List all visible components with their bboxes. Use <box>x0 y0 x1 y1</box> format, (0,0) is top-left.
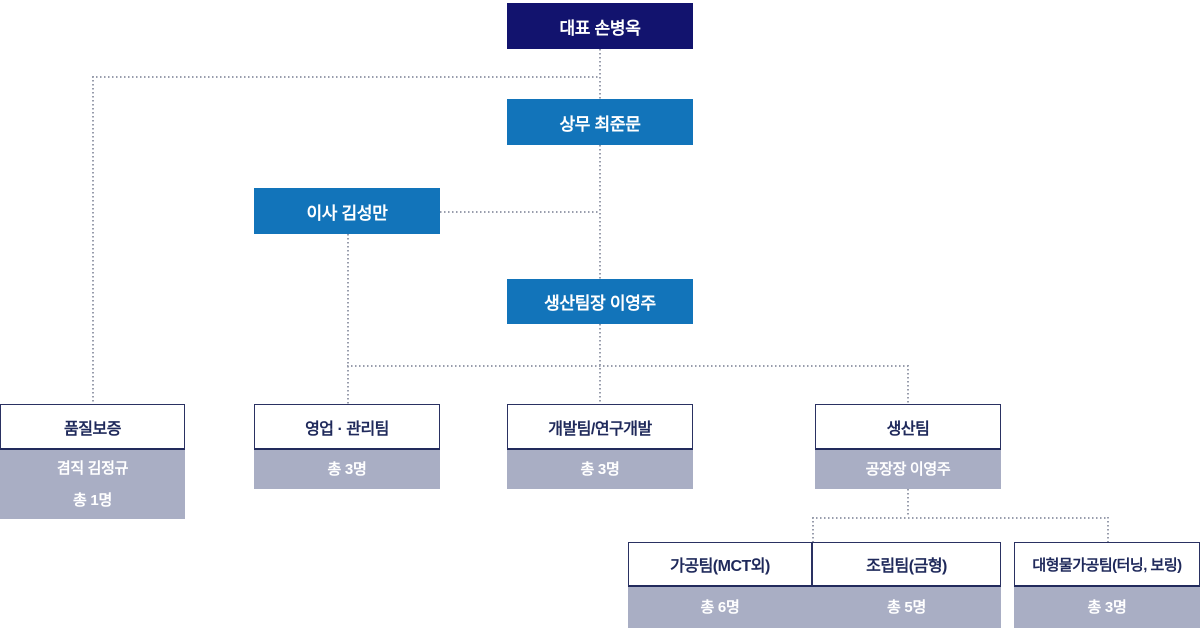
connector-production-lead-down <box>599 324 601 404</box>
connector-managing-to-production-lead <box>599 145 601 279</box>
large-machining-detail: 총 3명 <box>1014 587 1200 628</box>
assembly-title: 조립팀(금형) <box>812 542 1001 587</box>
dev-rnd-title: 개발팀/연구개발 <box>507 404 693 450</box>
connector-qa-down <box>92 76 94 404</box>
connector-branch-to-qa <box>92 76 600 78</box>
org-box-production-lead: 생산팀장 이영주 <box>507 279 693 324</box>
machining-title: 가공팀(MCT외) <box>628 542 812 587</box>
connector-director-to-sales <box>347 234 349 404</box>
large-machining-headcount: 총 3명 <box>1087 598 1127 616</box>
quality-assurance-title-label: 품질보증 <box>64 420 121 438</box>
org-box-production-team: 생산팀 공장장 이영주 <box>815 404 1001 489</box>
org-box-managing-director: 상무 최준문 <box>507 99 693 145</box>
org-box-quality-assurance: 품질보증 겸직 김정규 총 1명 <box>0 404 185 519</box>
large-machining-title: 대형물가공팀(터닝, 보링) <box>1014 542 1200 587</box>
assembly-detail: 총 5명 <box>812 587 1001 628</box>
sales-admin-detail: 총 3명 <box>254 450 440 489</box>
org-box-managing-director-label: 상무 최준문 <box>559 114 641 134</box>
connector-to-large-machining <box>1107 517 1109 542</box>
connector-mid-branch <box>347 365 908 367</box>
connector-ceo-down <box>599 49 601 99</box>
machining-detail: 총 6명 <box>628 587 812 628</box>
quality-assurance-title: 품질보증 <box>0 404 185 450</box>
machining-headcount: 총 6명 <box>700 598 740 616</box>
org-box-director-label: 이사 김성만 <box>306 203 388 223</box>
org-box-director: 이사 김성만 <box>254 188 440 234</box>
org-box-dev-rnd: 개발팀/연구개발 총 3명 <box>507 404 693 489</box>
production-team-title: 생산팀 <box>815 404 1001 450</box>
org-box-sales-admin: 영업 · 관리팀 총 3명 <box>254 404 440 489</box>
dev-rnd-detail: 총 3명 <box>507 450 693 489</box>
quality-assurance-manager: 겸직 김정규 <box>56 459 129 477</box>
org-box-production-lead-label: 생산팀장 이영주 <box>544 294 656 313</box>
org-box-ceo: 대표 손병옥 <box>507 3 693 49</box>
connector-to-machining <box>812 517 814 542</box>
org-box-ceo-label: 대표 손병옥 <box>559 18 641 38</box>
production-team-title-label: 생산팀 <box>886 420 930 438</box>
connector-bottom-branch <box>812 517 1108 519</box>
dev-rnd-title-label: 개발팀/연구개발 <box>548 420 652 438</box>
connector-production-team-down <box>907 489 909 517</box>
assembly-title-label: 조립팀(금형) <box>866 558 947 575</box>
assembly-headcount: 총 5명 <box>887 598 926 616</box>
large-machining-title-label: 대형물가공팀(터닝, 보링) <box>1032 556 1182 574</box>
org-box-machining: 가공팀(MCT외) 총 6명 <box>628 542 812 628</box>
quality-assurance-detail: 겸직 김정규 총 1명 <box>0 450 185 519</box>
org-box-large-machining: 대형물가공팀(터닝, 보링) 총 3명 <box>1014 542 1200 628</box>
sales-admin-headcount: 총 3명 <box>327 460 367 478</box>
machining-title-label: 가공팀(MCT외) <box>670 558 770 575</box>
connector-to-production-team <box>907 365 909 404</box>
sales-admin-title-label: 영업 · 관리팀 <box>305 420 389 438</box>
sales-admin-title: 영업 · 관리팀 <box>254 404 440 450</box>
org-box-assembly: 조립팀(금형) 총 5명 <box>812 542 1001 628</box>
quality-assurance-headcount: 총 1명 <box>73 491 112 509</box>
production-team-detail: 공장장 이영주 <box>815 450 1001 489</box>
production-team-manager: 공장장 이영주 <box>865 460 951 478</box>
dev-rnd-headcount: 총 3명 <box>580 460 620 478</box>
connector-director-to-trunk <box>440 211 600 213</box>
